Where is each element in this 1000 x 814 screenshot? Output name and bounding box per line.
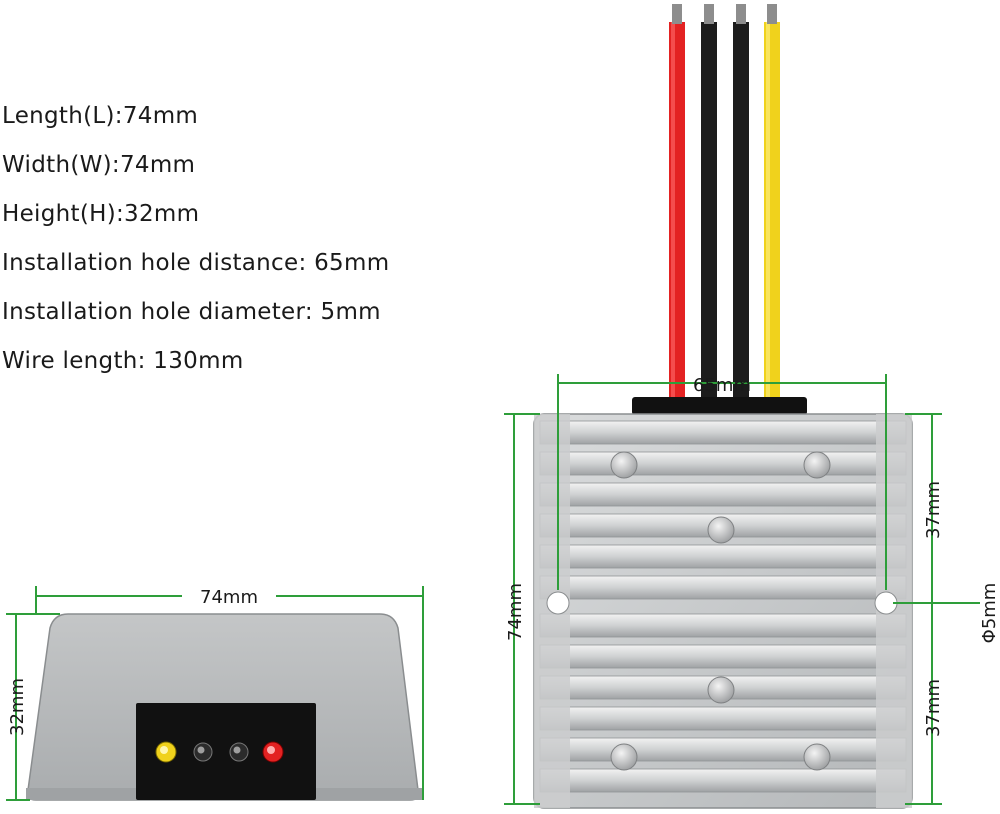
spec-hole-diameter: Installation hole diameter: 5mm — [2, 299, 381, 325]
label-side-length: 74mm — [505, 583, 526, 641]
spec-width: Width(W):74mm — [2, 152, 196, 178]
spec-wire-length: Wire length: 130mm — [2, 348, 244, 374]
screw — [707, 676, 735, 704]
cable-grommet — [632, 397, 807, 415]
spec-length: Length(L):74mm — [2, 103, 199, 129]
front-view-housing — [26, 613, 422, 801]
label-front-height: 32mm — [7, 678, 28, 736]
screw — [610, 451, 638, 479]
dimension-lines-top-view — [504, 374, 980, 805]
screw — [803, 743, 831, 771]
dimension-lines-front-view — [6, 586, 424, 801]
wire-bundle — [632, 4, 807, 415]
label-hole-distance: 65mm — [693, 375, 751, 396]
specification-list: Length(L):74mm Width(W):74mm Height(H):3… — [2, 98, 389, 392]
label-half-top: 37mm — [923, 481, 944, 539]
screw — [803, 451, 831, 479]
label-front-width: 74mm — [200, 587, 258, 608]
spec-height: Height(H):32mm — [2, 201, 200, 227]
mounting-hole-left — [546, 591, 570, 615]
spec-hole-distance: Installation hole distance: 65mm — [2, 250, 390, 276]
wire-black-1 — [701, 22, 717, 402]
wire-black-2 — [733, 22, 749, 402]
label-half-bottom: 37mm — [923, 679, 944, 737]
top-view-housing — [533, 413, 913, 809]
terminal-panel — [136, 703, 316, 800]
screw — [610, 743, 638, 771]
label-hole-diameter: Φ5mm — [979, 583, 1000, 644]
screw — [707, 516, 735, 544]
